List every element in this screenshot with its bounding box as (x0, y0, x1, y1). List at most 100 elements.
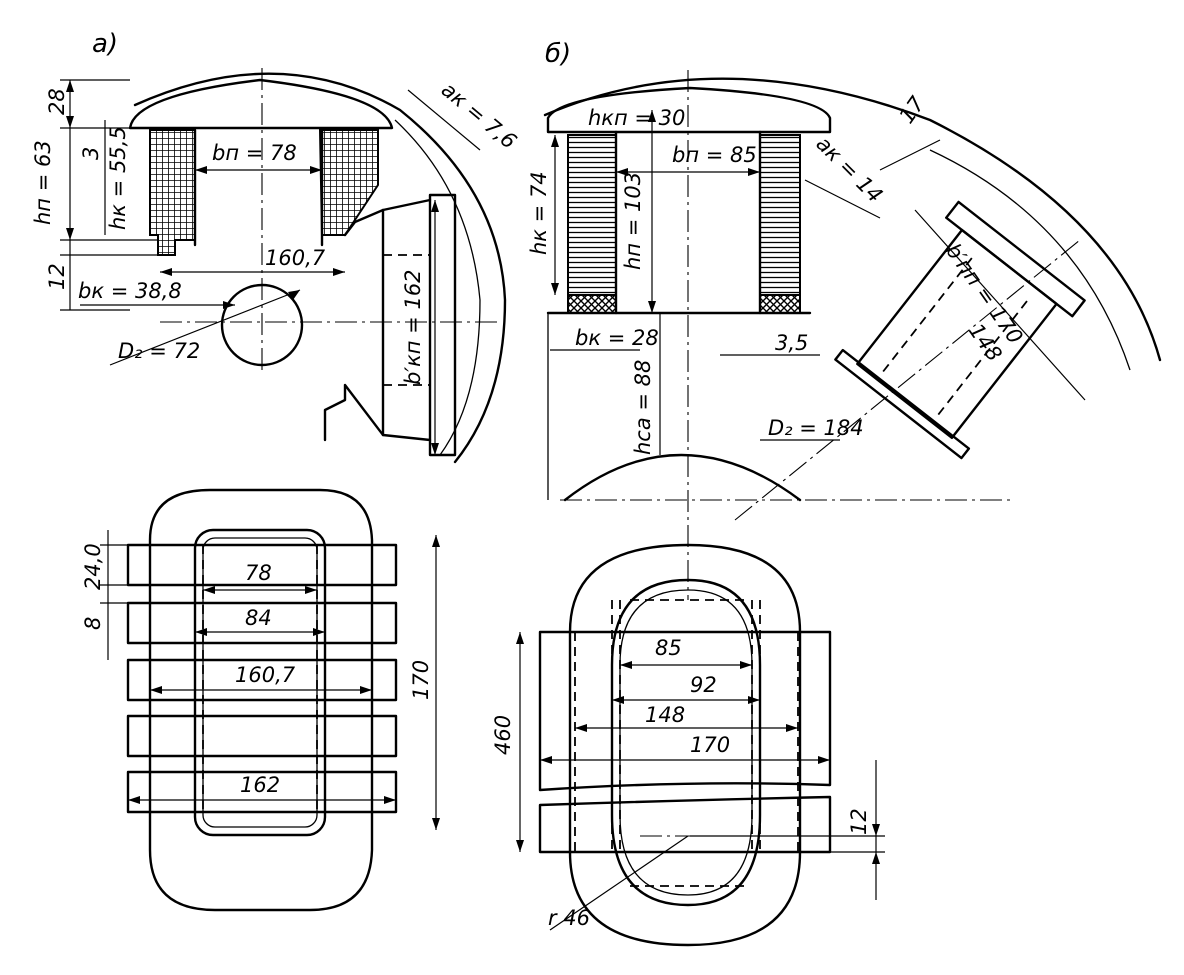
plan-b-arrow-12-b (872, 852, 880, 864)
plan-a-label-8: 8 (81, 617, 105, 630)
view-a-arrow-162-b (431, 443, 439, 455)
view-a-coil-left (149, 129, 196, 256)
plan-a-arrow-78-l (203, 586, 215, 594)
view-b-label-hk: hк = 74 (527, 171, 551, 255)
plan-a-outer-contour (148, 488, 374, 912)
view-b-arrow-bp-r (748, 168, 760, 176)
plan-a-arrow-84-l (195, 628, 207, 636)
view-b-diagonal-axis (734, 239, 1081, 521)
plan-b-arrow-460-t (516, 632, 524, 644)
view-b-rotated-pole (834, 200, 1086, 460)
plan-a-section: 24,0 8 78 84 160,7 162 170 (81, 488, 440, 912)
plan-a-arrow-162-r (384, 796, 396, 804)
plan-a-label-240: 24,0 (81, 543, 105, 590)
view-a-side-pole (323, 193, 457, 457)
view-b-arrow-hk-t (551, 135, 559, 147)
plan-a-arrow-162-l (128, 796, 140, 804)
view-a-label-ak: aк = 7,6 (437, 77, 521, 153)
plan-b-arrow-170-r (818, 756, 830, 764)
view-b-label-bp: bп = 85 (672, 143, 757, 167)
view-b-arrow-hp-b (648, 301, 656, 313)
plan-b-inner-contour-2 (619, 589, 753, 896)
view-a-arrow-bp-l (195, 166, 207, 174)
view-b-section: б) hкп = 30 hк = 74 bп = 85 hп = 103 aк … (527, 39, 1162, 600)
view-a-label-bp: bп = 78 (212, 141, 297, 165)
plan-b-label-12: 12 (847, 808, 871, 835)
view-a-label-hp: hп = 63 (31, 140, 55, 225)
view-a-frame-arc-inner (394, 119, 481, 456)
plan-b-arrow-460-b (516, 840, 524, 852)
view-a-dim-ak (407, 89, 481, 151)
plan-b-label-r46: r 46 (548, 906, 590, 930)
plan-b-body-top (538, 630, 832, 792)
view-b-arrow-hk-b (551, 283, 559, 295)
view-a-section: a) 28 3 hп = 63 hк = 55,5 12 bп = 78 aк … (31, 29, 521, 464)
view-b-coil-left-base (567, 294, 617, 314)
view-a-label-bkp: b′кп = 162 (401, 269, 425, 385)
view-b-pole-shoe (546, 86, 832, 134)
view-b-frame-arc-2 (929, 149, 1131, 371)
view-a-label-3: 3 (79, 147, 103, 160)
view-a-arrow-1607-r (333, 268, 345, 276)
plan-b-arrow-85-r (740, 661, 752, 669)
plan-b-label-92: 92 (690, 673, 717, 697)
plan-a-arrow-1607-l (150, 686, 162, 694)
plan-b-body-bottom (538, 795, 832, 854)
plan-a-label-170: 170 (409, 660, 433, 700)
view-a-coil-right (318, 129, 379, 236)
view-a-arrow-d2 (288, 290, 300, 300)
view-b-arrow-bp-l (616, 168, 628, 176)
plan-a-stack-3 (126, 658, 398, 702)
view-b-label-hp: hп = 103 (621, 172, 645, 270)
view-b-label-35: 3,5 (775, 331, 808, 355)
plan-a-arrow-78-r (305, 586, 317, 594)
plan-b-inner-contour (610, 578, 762, 907)
view-b-arrow-hp-t (648, 110, 656, 122)
view-a-pole-body (193, 128, 324, 247)
plan-a-arrow-170-t (432, 535, 440, 547)
view-b-label-hca: hса = 88 (631, 360, 655, 455)
view-a-arrow-3 (66, 228, 74, 240)
view-b-label-d2: D₂ = 184 (768, 416, 864, 440)
view-a-hole-circle (220, 283, 304, 367)
plan-b-arrow-92-r (748, 696, 760, 704)
plan-a-stack-2 (126, 601, 398, 645)
plan-a-arrow-84-r (313, 628, 325, 636)
plan-b-arrow-92-l (612, 696, 624, 704)
view-a-arrow-1607-l (160, 268, 172, 276)
plan-a-label-1607: 160,7 (235, 663, 296, 687)
view-a-arrow-bp-r (310, 166, 322, 174)
plan-b-label-460: 460 (491, 715, 515, 755)
view-a-arrow-1 (66, 80, 74, 92)
plan-b-arrow-170-l (540, 756, 552, 764)
view-a-arrow-162-t (431, 200, 439, 212)
view-b-label-17: 17 (894, 92, 929, 128)
view-a-title: a) (92, 29, 118, 59)
plan-b-leader-r46 (549, 835, 689, 931)
view-a-label-bk: bк = 38,8 (78, 279, 182, 303)
view-a-label-28: 28 (45, 88, 69, 115)
plan-a-label-162: 162 (240, 773, 280, 797)
view-a-leader-d2 (109, 289, 301, 366)
view-a-pole-shoe (128, 78, 394, 130)
view-b-coil-right (759, 134, 801, 296)
view-a-frame-arc (133, 72, 507, 464)
plan-a-label-84: 84 (245, 606, 272, 630)
plan-a-arrow-170-b (432, 818, 440, 830)
plan-b-arrow-85-l (620, 661, 632, 669)
view-b-label-hkp: hкп = 30 (588, 106, 685, 130)
plan-a-stack-4 (126, 714, 398, 758)
view-a-label-1607: 160,7 (265, 246, 326, 270)
plan-a-arrow-1607-r (360, 686, 372, 694)
view-b-dim-ak (804, 179, 881, 219)
view-b-dim-170 (914, 209, 1086, 401)
plan-a-stack-1 (126, 543, 398, 587)
view-a-label-12: 12 (45, 263, 69, 290)
plan-b-arrow-148-r (786, 724, 798, 732)
plan-b-arrow-12-a (872, 824, 880, 836)
plan-a-label-78: 78 (245, 561, 272, 585)
view-b-label-ak: aк = 14 (811, 132, 887, 208)
plan-b-label-170: 170 (690, 733, 730, 757)
view-a-label-d2: D₂ = 72 (118, 339, 200, 363)
